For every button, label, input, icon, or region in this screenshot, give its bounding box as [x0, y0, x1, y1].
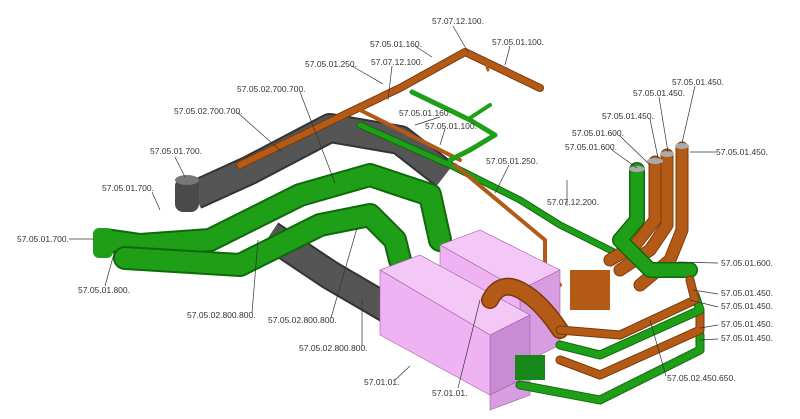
- callout-label: 57.07.12.200.: [547, 197, 599, 207]
- callout-label: 57.05.02.700.700.: [237, 84, 306, 94]
- callout-label: 57.07.12.100.: [432, 16, 484, 26]
- callout-label: 57.05.01.160.: [370, 39, 422, 49]
- callout-label: 57.05.02.700.700.: [174, 106, 243, 116]
- leader-lines: [69, 25, 719, 389]
- callout-label: 57.05.01.250.: [305, 59, 357, 69]
- callout-label: 57.05.01.450.: [672, 77, 724, 87]
- callout-label: 57.01.01.: [432, 388, 467, 398]
- callout-label: 57.05.01.450.: [602, 111, 654, 121]
- callout-label: 57.05.01.450.: [721, 301, 773, 311]
- lower-right-pipe-loops: [481, 270, 705, 405]
- callout-label: 57.05.01.800.: [78, 285, 130, 295]
- callout-label: 57.07.12.100.: [371, 57, 423, 67]
- callout-label: 57.05.01.160.: [399, 108, 451, 118]
- callout-label: 57.05.01.450.: [721, 319, 773, 329]
- callout-label: 57.05.01.450.: [633, 88, 685, 98]
- callout-label: 57.05.02.800.800.: [187, 310, 256, 320]
- callout-label: 57.05.01.700.: [102, 183, 154, 193]
- callout-label: 57.05.01.700.: [17, 234, 69, 244]
- callout-label: 57.05.02.800.800.: [299, 343, 368, 353]
- callout-label: 57.05.01.700.: [150, 146, 202, 156]
- callout-label: 57.05.01.600.: [565, 142, 617, 152]
- callout-label: 57.05.01.100.: [425, 121, 477, 131]
- green-duct-upper: [93, 163, 452, 258]
- callout-labels: 57.07.12.100. 57.05.01.100. 57.05.01.160…: [17, 16, 773, 398]
- green-duct-lower: [113, 203, 412, 277]
- callout-label: 57.01.01.: [364, 377, 399, 387]
- callout-label: 57.05.01.600.: [721, 258, 773, 268]
- callout-label: 57.05.01.250.: [486, 156, 538, 166]
- callout-label: 57.05.01.450.: [721, 333, 773, 343]
- callout-label: 57.05.02.450.650.: [667, 373, 736, 383]
- callout-label: 57.05.02.800.800.: [268, 315, 337, 325]
- callout-label: 57.05.01.100.: [492, 37, 544, 47]
- callout-label: 57.05.01.600.: [572, 128, 624, 138]
- riser-pipes: [603, 141, 698, 292]
- copper-supply-pipe: [236, 48, 544, 169]
- callout-label: 57.05.01.450.: [721, 288, 773, 298]
- callout-label: 57.05.01.450.: [716, 147, 768, 157]
